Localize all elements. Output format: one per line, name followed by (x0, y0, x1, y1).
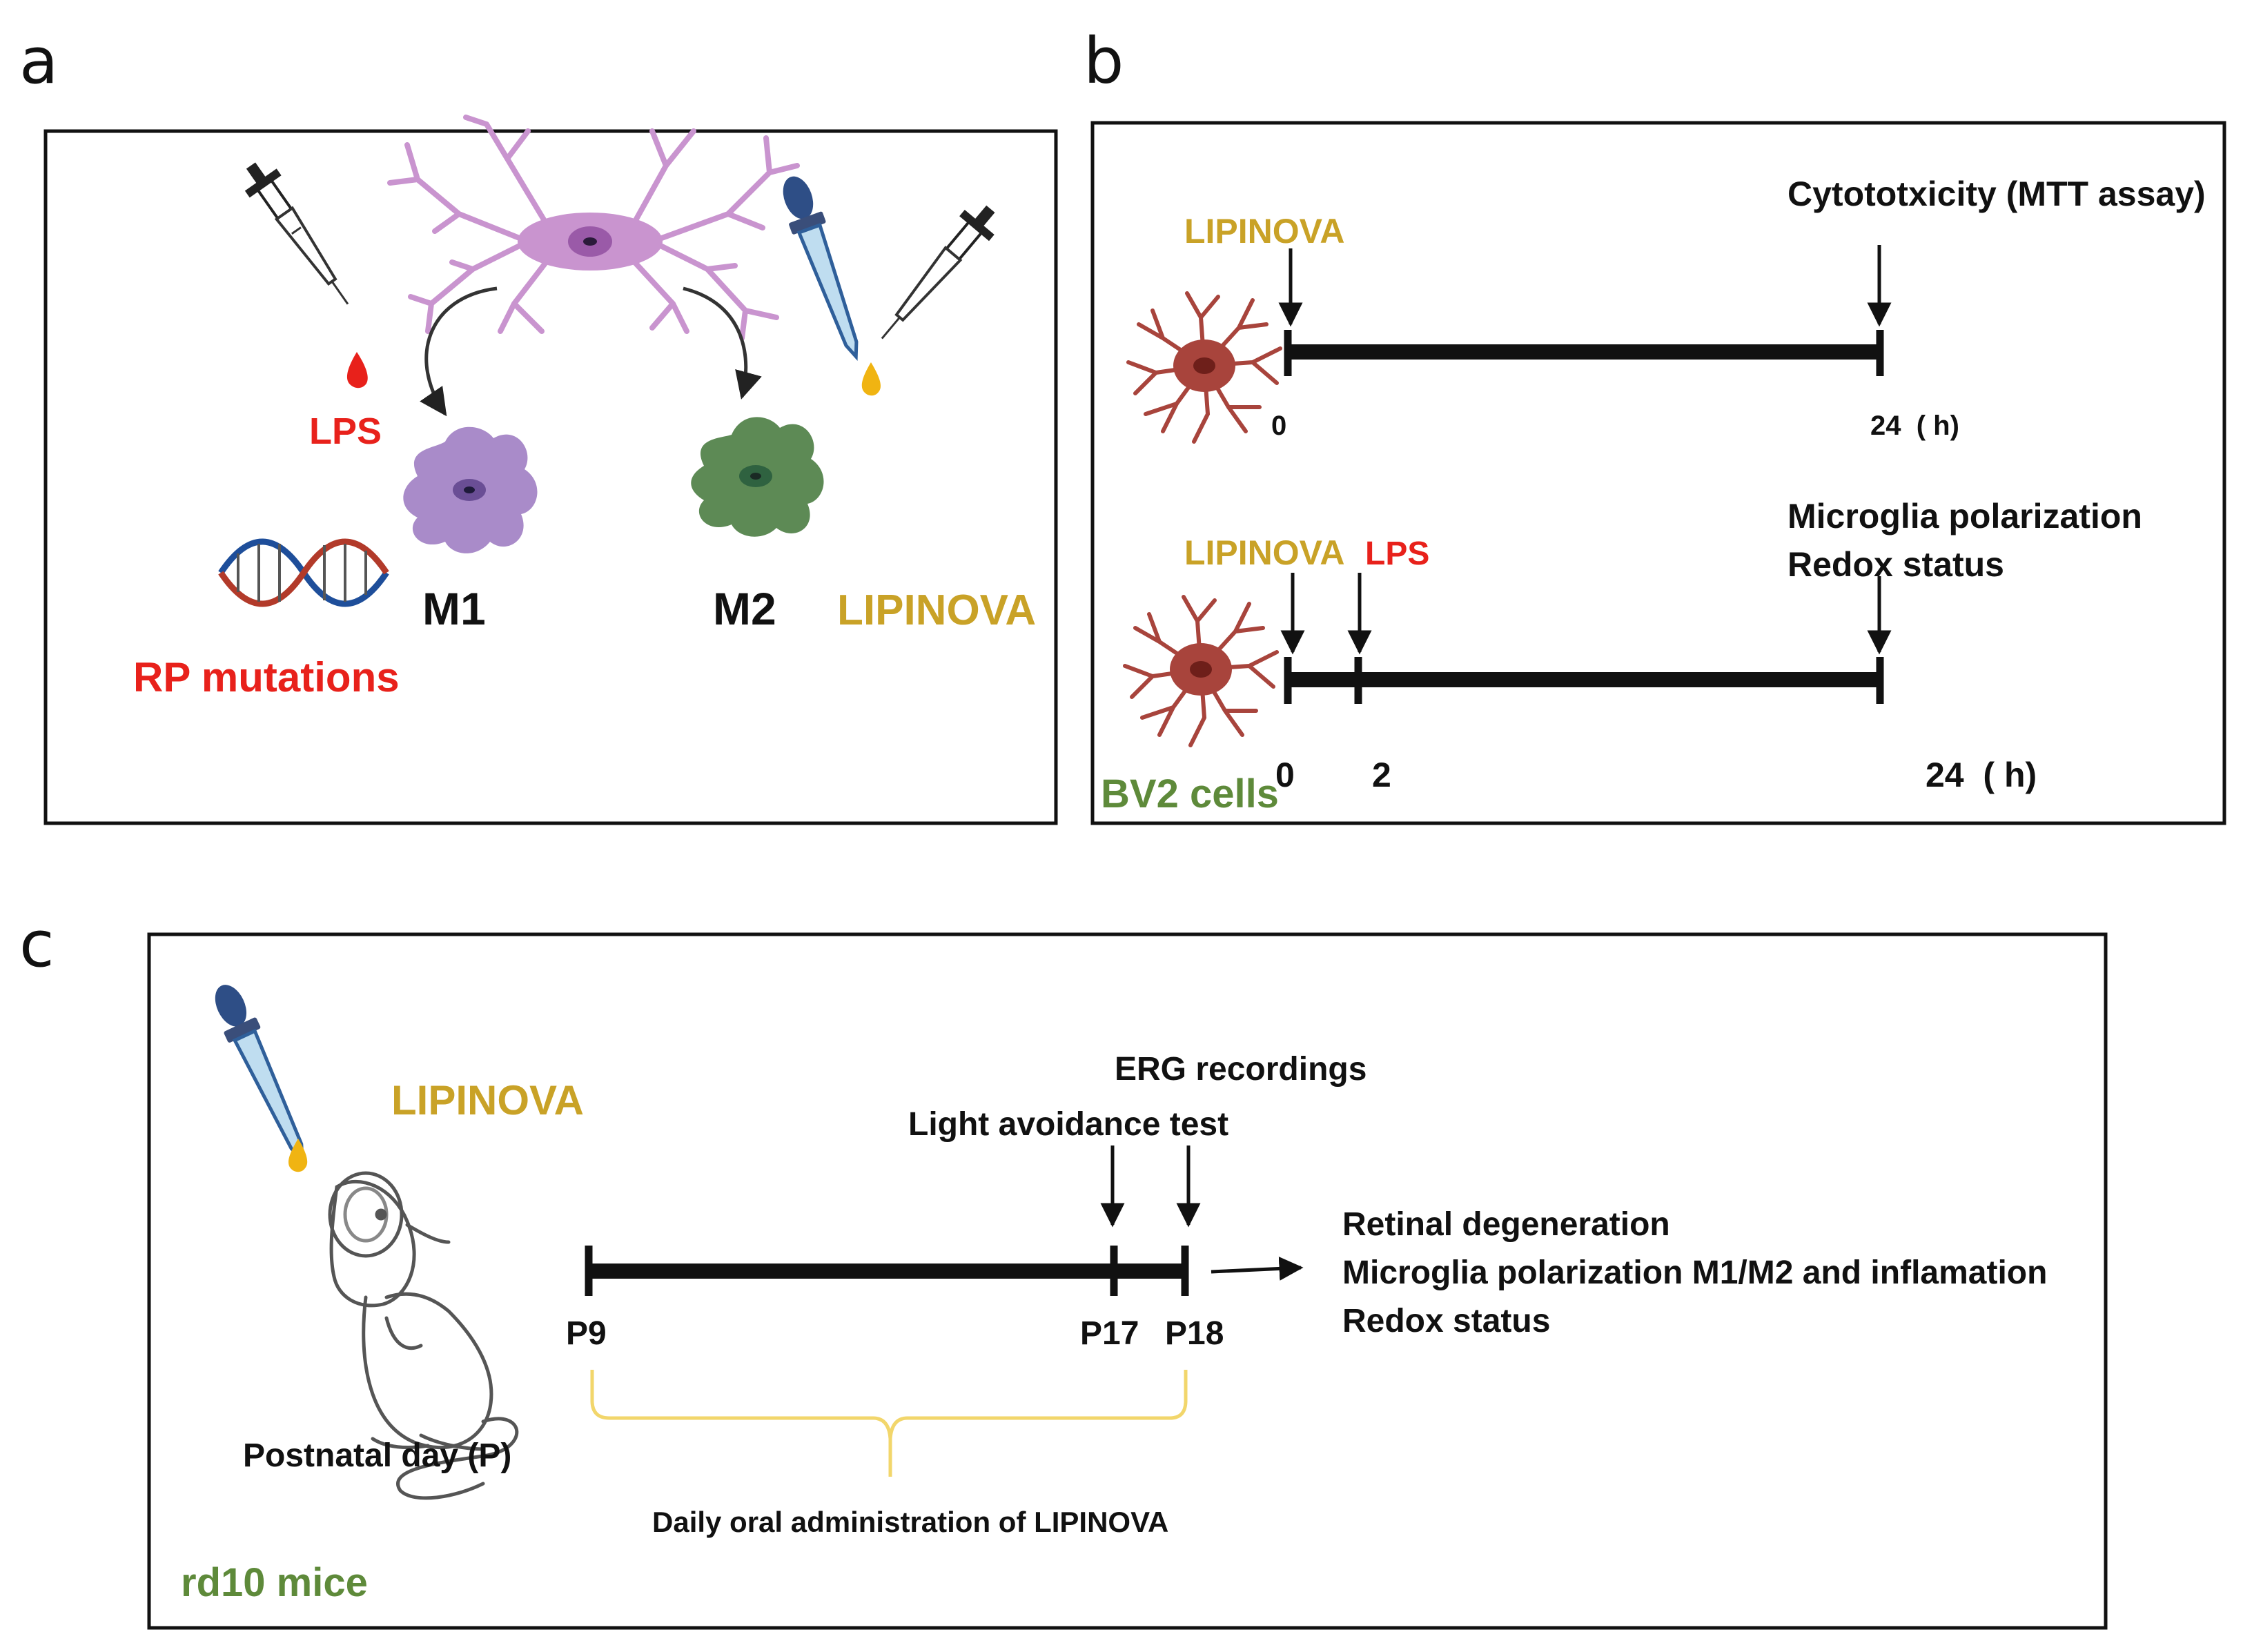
m2-label: M2 (713, 583, 776, 634)
lps-label: LPS (309, 411, 382, 452)
tick-label-b1-start: 0 (1271, 411, 1286, 441)
lipinova-label-b2: LIPINOVA (1184, 533, 1344, 572)
redox-status-label-b: Redox status (1787, 545, 2004, 584)
panel-a-frame (43, 129, 1058, 825)
cytotoxicity-label: Cytototxicity (MTT assay) (1787, 175, 2206, 213)
panel-letter-b: b (1084, 24, 1124, 98)
outcome-microglia-polarization: Microglia polarization M1/M2 and inflama… (1342, 1255, 2047, 1291)
tick-label-p18: P18 (1165, 1315, 1224, 1352)
microglia-icon (387, 115, 800, 341)
dropper-icon (215, 985, 304, 1163)
lps-label-b2: LPS (1365, 535, 1429, 572)
arrow-to-m1 (420, 286, 498, 417)
erg-label: ERG recordings (1115, 1051, 1367, 1088)
panel-c-frame (147, 932, 2108, 1630)
m2-cell-icon (691, 417, 824, 537)
bv2-cells-label: BV2 cells (1101, 771, 1279, 816)
mouse-caption: Postnatal day (P) (243, 1437, 511, 1474)
outcome-retinal-degeneration: Retinal degeneration (1342, 1206, 1670, 1243)
m1-cell-icon (403, 426, 538, 553)
dna-icon (218, 538, 389, 607)
rp-mutations-label: RP mutations (133, 654, 400, 700)
tick-label-b2-end: 24 ( h) (1926, 756, 2037, 794)
brace-caption: Daily oral administration of LIPINOVA (652, 1506, 1168, 1538)
tick-label-p17: P17 (1080, 1315, 1139, 1352)
panel-b-frame (1090, 121, 2226, 825)
arrow-to-outcomes (1211, 1256, 1304, 1281)
lps-drop-icon (346, 352, 368, 389)
lipinova-drop-icon (861, 362, 881, 396)
arrow-to-m2 (683, 286, 762, 400)
microglia-polarization-label: Microglia polarization (1787, 497, 2142, 535)
pipette-icon (881, 205, 995, 340)
tick-label-b1-end: 24 ( h) (1870, 411, 1959, 441)
bv2-cell-icon (1128, 293, 1280, 442)
m1-label: M1 (422, 583, 486, 634)
mouse-icon (328, 1171, 519, 1500)
rd10-mice-label: rd10 mice (181, 1560, 368, 1605)
tick-label-b2-start: 0 (1275, 756, 1295, 794)
lipinova-label-b1: LIPINOVA (1184, 212, 1344, 250)
lipinova-drop-icon (288, 1139, 308, 1172)
lipinova-label-a: LIPINOVA (837, 587, 1036, 634)
dropper-icon (783, 176, 859, 362)
pipette-icon (244, 162, 349, 305)
bv2-cell-icon (1125, 597, 1277, 745)
treatment-brace (590, 1370, 1188, 1477)
lipinova-label-c: LIPINOVA (391, 1077, 584, 1123)
light-avoidance-label: Light avoidance test (908, 1106, 1228, 1143)
panel-letter-c: c (19, 907, 55, 981)
tick-label-b2-mid: 2 (1372, 756, 1391, 794)
tick-label-p9: P9 (566, 1315, 607, 1352)
panel-letter-a: a (19, 24, 58, 98)
outcome-redox-status: Redox status (1342, 1303, 1550, 1339)
